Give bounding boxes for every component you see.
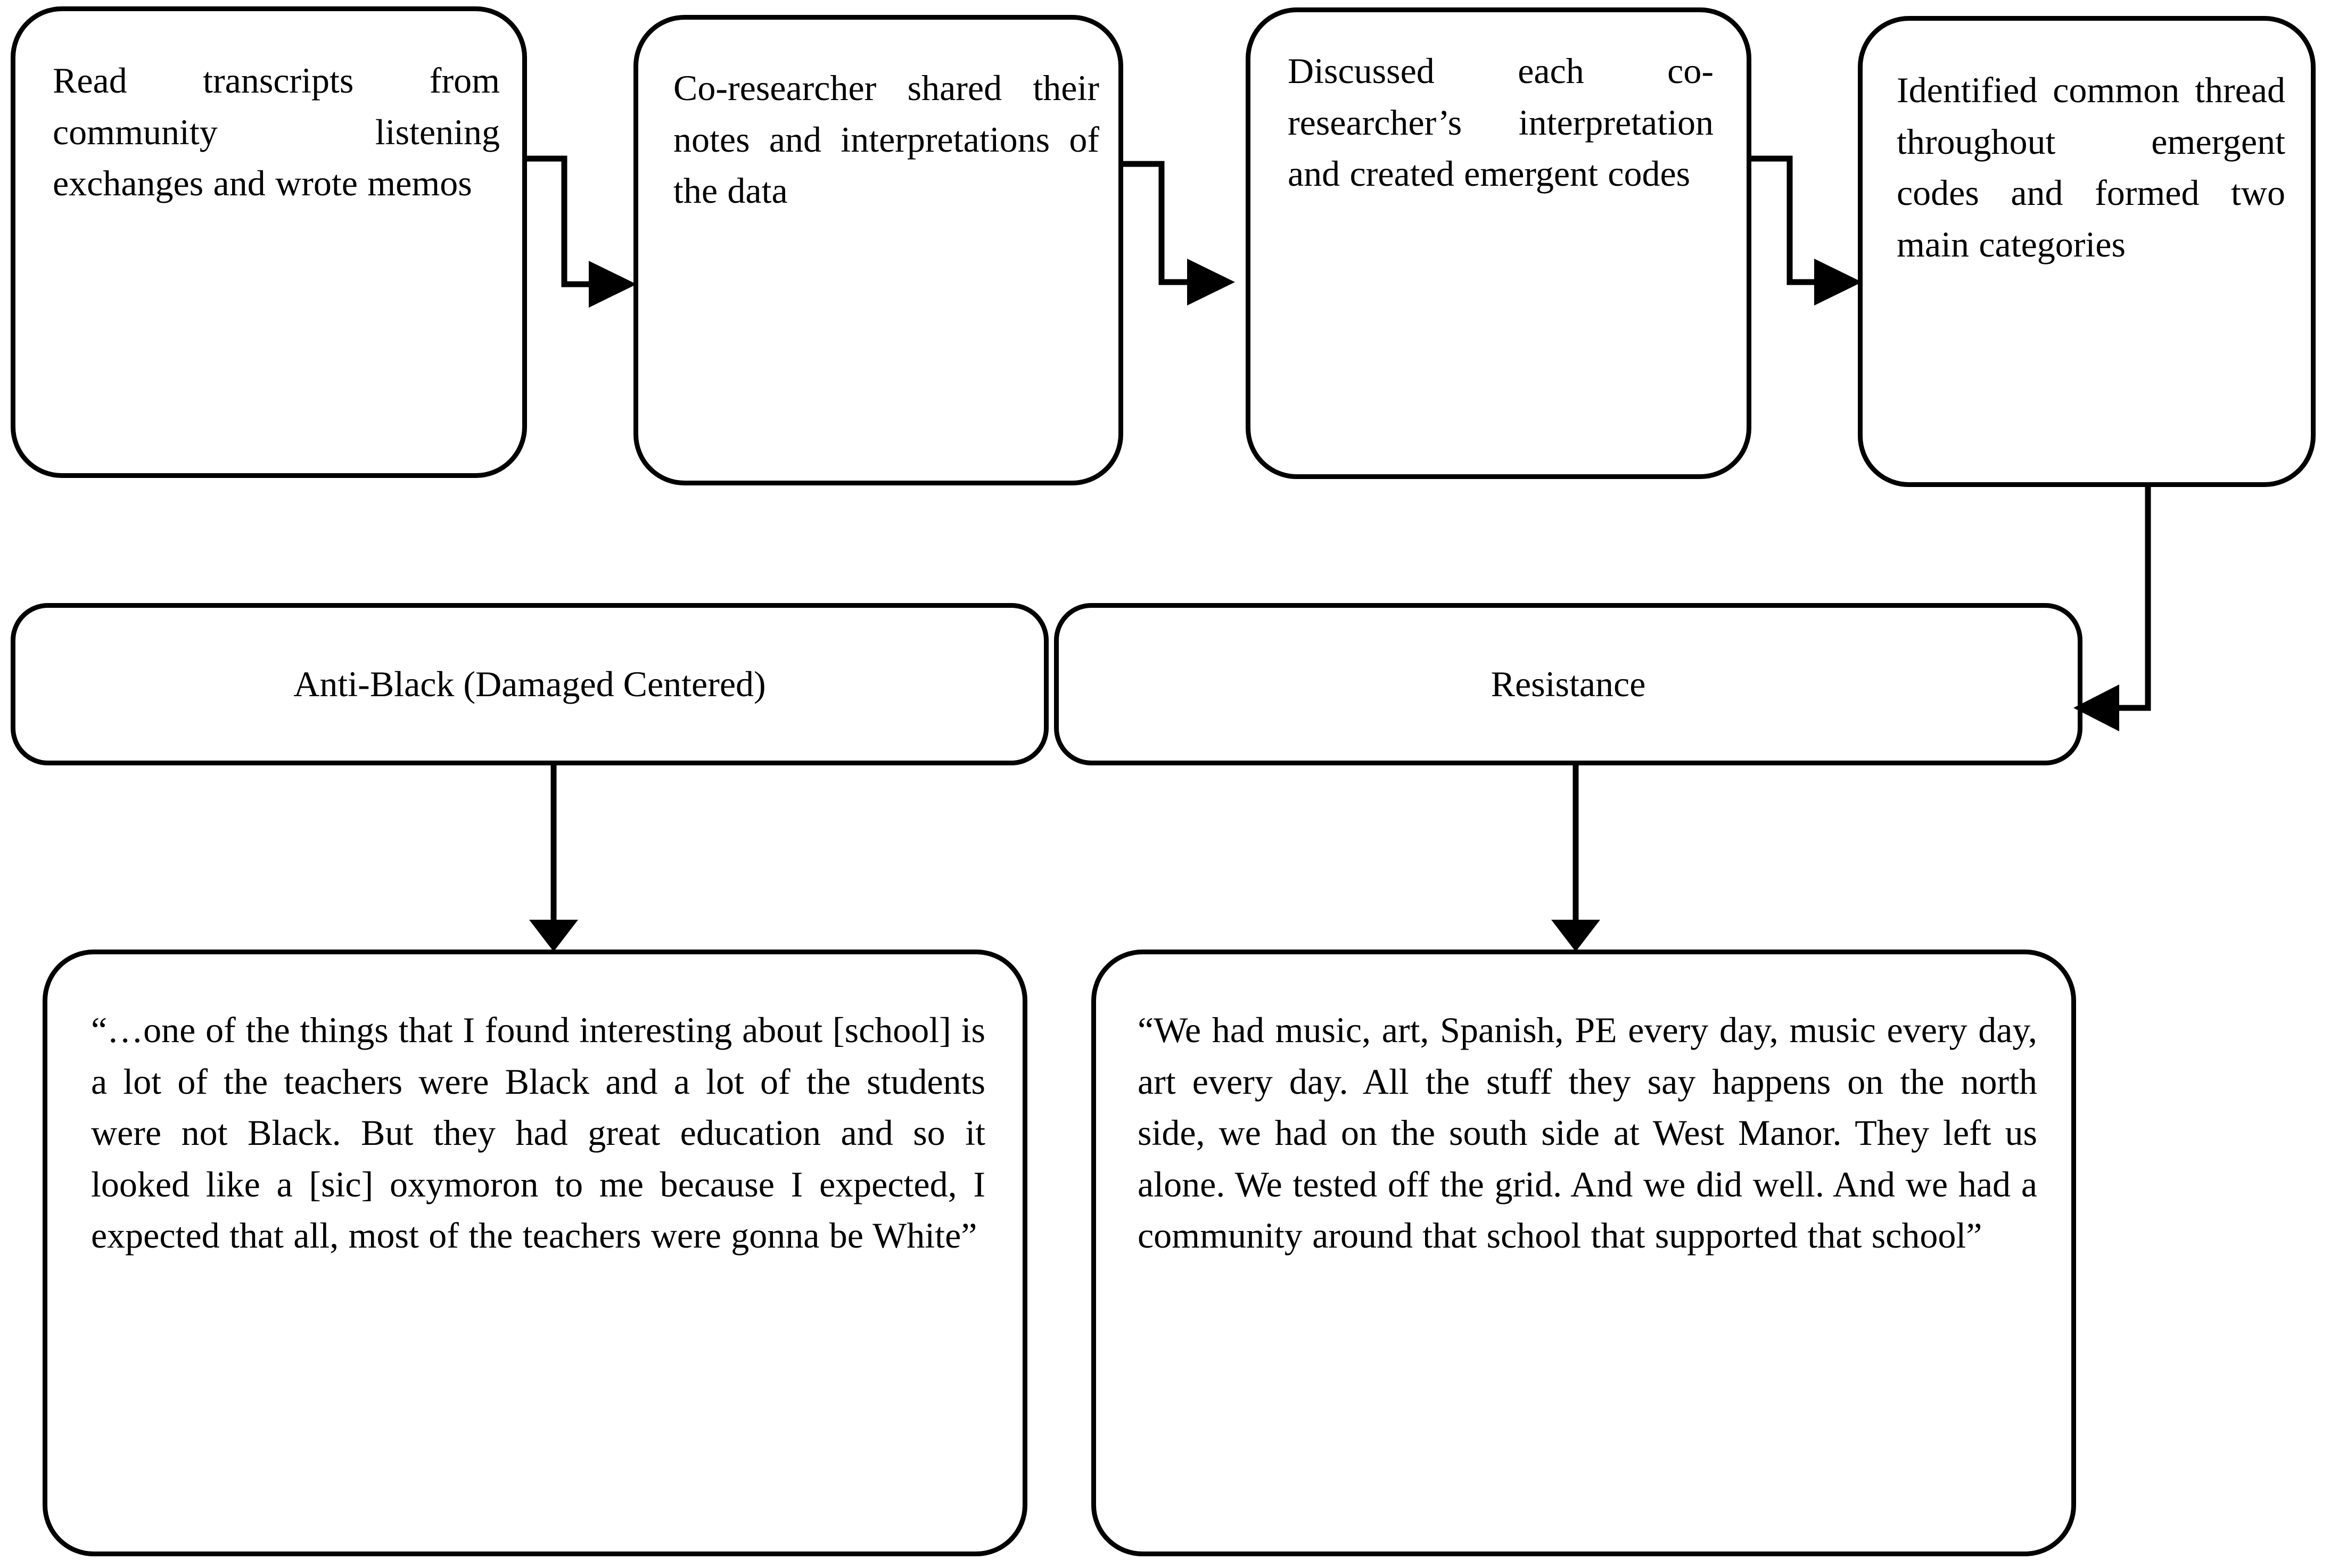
process-box-step-2: Co-researcher shared their notes and int… [633,15,1123,485]
process-box-step-4: Identified common thread throughout emer… [1858,16,2316,487]
arrowhead-down-icon [1551,920,1600,952]
process-box-step-1-text: Read transcripts from community listenin… [53,60,500,204]
quote-box-resistance: “We had music, art, Spanish, PE every da… [1091,950,2076,1556]
connector-step4-to-resistance [2073,487,2151,731]
process-box-step-2-text: Co-researcher shared their notes and int… [673,68,1099,211]
process-box-step-3: Discussed each co-researcher’s interpret… [1246,7,1751,479]
process-box-step-3-text: Discussed each co-researcher’s interpret… [1288,51,1714,194]
connector-step2-to-step3 [1123,161,1235,306]
arrowhead-right-icon [1814,259,1862,306]
category-box-resistance: Resistance [1054,603,2082,765]
quote-text-anti-black: “…one of the things that I found interes… [91,1010,985,1256]
category-label-anti-black: Anti-Black (Damaged Centered) [293,663,766,704]
category-label-resistance: Resistance [1491,663,1646,704]
connector-resistance-to-quote [1551,765,1600,952]
process-box-step-1: Read transcripts from community listenin… [11,6,527,478]
process-box-step-4-text: Identified common thread throughout emer… [1897,70,2285,265]
quote-box-anti-black: “…one of the things that I found interes… [43,950,1027,1556]
connector-step1-to-step2 [527,155,637,308]
quote-text-resistance: “We had music, art, Spanish, PE every da… [1138,1010,2037,1256]
arrowhead-right-icon [589,261,637,308]
connector-step3-to-step4 [1751,155,1862,306]
connector-antiblack-to-quote [529,765,578,952]
arrowhead-right-icon [1187,259,1235,306]
arrowhead-down-icon [529,920,578,952]
category-box-anti-black: Anti-Black (Damaged Centered) [11,603,1049,765]
